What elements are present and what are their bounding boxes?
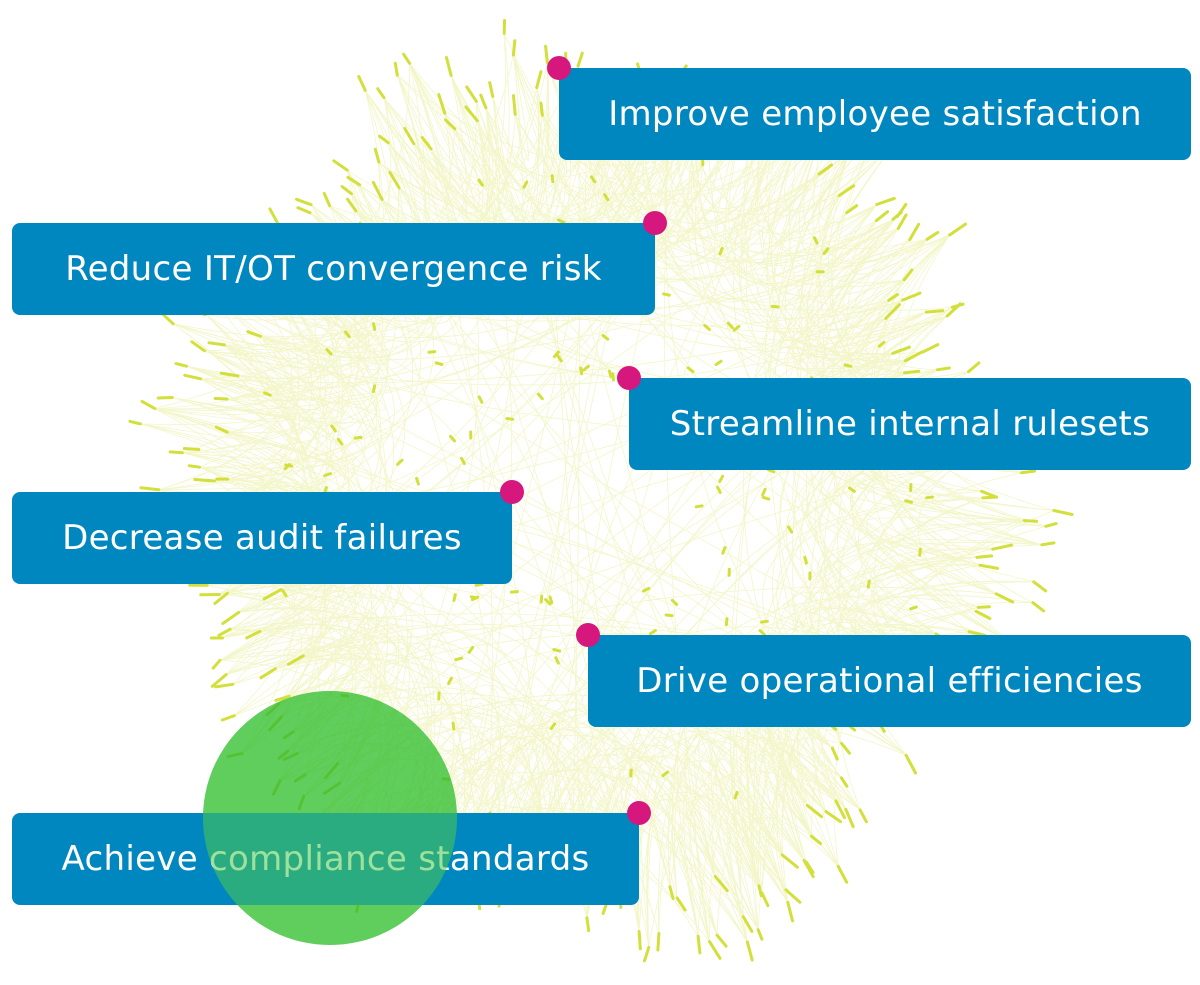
connector-dot bbox=[643, 211, 667, 235]
label-streamline-internal-rulesets: Streamline internal rulesets bbox=[629, 378, 1191, 470]
connector-dot bbox=[627, 801, 651, 825]
label-drive-operational-efficiencies: Drive operational efficiencies bbox=[588, 635, 1191, 727]
connector-dot bbox=[547, 56, 571, 80]
label-text: Improve employee satisfaction bbox=[608, 94, 1142, 134]
label-text: Achieve compliance standards bbox=[61, 839, 590, 879]
connector-dot bbox=[576, 623, 600, 647]
label-improve-employee-satisfaction: Improve employee satisfaction bbox=[559, 68, 1191, 160]
label-text: Streamline internal rulesets bbox=[669, 404, 1151, 444]
connector-dot bbox=[500, 480, 524, 504]
label-reduce-it-ot-convergence-risk: Reduce IT/OT convergence risk bbox=[12, 223, 655, 315]
label-text: Decrease audit failures bbox=[62, 518, 462, 558]
label-text: Reduce IT/OT convergence risk bbox=[65, 249, 602, 289]
connector-dot bbox=[617, 366, 641, 390]
label-decrease-audit-failures: Decrease audit failures bbox=[12, 492, 512, 584]
label-achieve-compliance-standards: Achieve compliance standards bbox=[12, 813, 639, 905]
label-text: Drive operational efficiencies bbox=[636, 661, 1143, 701]
